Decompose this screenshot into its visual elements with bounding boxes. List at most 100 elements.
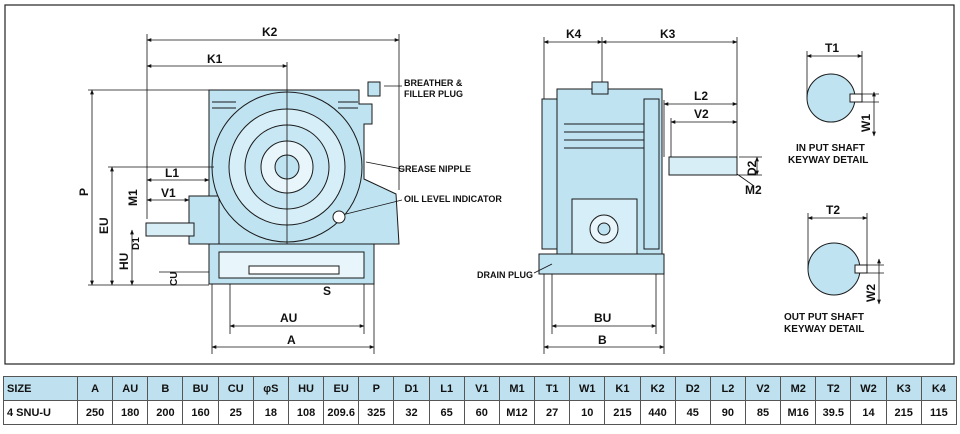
value-cell: 200 — [147, 400, 184, 425]
label-breather-1: BREATHER & — [404, 78, 463, 88]
value-cell: 45 — [674, 400, 711, 425]
value-cell: 85 — [744, 400, 782, 425]
caption-output-2: KEYWAY DETAIL — [784, 324, 864, 335]
caption-output-1: OUT PUT SHAFT — [784, 312, 864, 323]
header-cell: L1 — [428, 376, 465, 401]
dim-V2: V2 — [694, 107, 709, 121]
input-keyway — [806, 51, 879, 137]
dim-K1: K1 — [207, 52, 223, 66]
value-cell: 115 — [920, 400, 958, 425]
value-cell: M12 — [498, 400, 536, 425]
dim-K2: K2 — [262, 25, 278, 39]
dim-S: S — [323, 284, 331, 298]
header-cell: SIZE — [3, 376, 78, 401]
value-cell: 10 — [569, 400, 606, 425]
header-cell: AU — [112, 376, 149, 401]
header-cell: D2 — [674, 376, 711, 401]
header-cell: B — [147, 376, 184, 401]
header-cell: W1 — [569, 376, 606, 401]
value-cell: 209.6 — [323, 400, 360, 425]
output-keyway — [807, 213, 884, 305]
header-cell: T1 — [534, 376, 571, 401]
dim-K3: K3 — [660, 27, 676, 41]
header-cell: K2 — [639, 376, 676, 401]
value-cell: M16 — [780, 400, 817, 425]
callout-labels: BREATHER & FILLER PLUG GREASE NIPPLE OIL… — [398, 78, 533, 280]
dim-K4: K4 — [566, 27, 582, 41]
value-cell: 250 — [76, 400, 114, 425]
value-cell: 440 — [639, 400, 676, 425]
dim-CU: CU — [169, 272, 180, 286]
dim-V1: V1 — [161, 186, 176, 200]
header-cell: K1 — [604, 376, 641, 401]
dimension-labels: K2 K1 L1 V1 M1 D1 P EU HU CU S AU A K4 K… — [77, 25, 878, 347]
side-left-flange — [541, 98, 558, 250]
keyway-captions: IN PUT SHAFT KEYWAY DETAIL OUT PUT SHAFT… — [784, 143, 868, 335]
dim-T1: T1 — [825, 41, 839, 55]
dim-D1: D1 — [131, 237, 142, 250]
value-cell: 160 — [182, 400, 219, 425]
value-cell: 39.5 — [815, 400, 852, 425]
value-cell: 325 — [358, 400, 395, 425]
label-oil-indicator: OIL LEVEL INDICATOR — [404, 194, 502, 204]
header-cell: K3 — [885, 376, 922, 401]
header-cell: M1 — [498, 376, 536, 401]
value-cell: 215 — [604, 400, 641, 425]
side-view — [538, 81, 738, 275]
header-cell: P — [358, 376, 395, 401]
dim-M2: M2 — [745, 183, 762, 197]
side-dimensions — [533, 37, 762, 354]
header-cell: V2 — [744, 376, 782, 401]
base-inner-slot — [248, 265, 340, 275]
dim-D2: D2 — [745, 160, 759, 176]
side-breather — [591, 81, 609, 95]
oil-indicator — [332, 210, 346, 224]
breather-plug — [367, 81, 381, 97]
label-breather-2: FILLER PLUG — [404, 89, 463, 99]
value-cell: 18 — [252, 400, 289, 425]
input-cover — [188, 195, 220, 245]
header-cell: V1 — [463, 376, 500, 401]
header-cell: M2 — [780, 376, 817, 401]
dim-A: A — [287, 333, 296, 347]
label-drain-plug: DRAIN PLUG — [477, 270, 533, 280]
header-cell: D1 — [393, 376, 430, 401]
value-cell: 108 — [287, 400, 325, 425]
header-cell: φS — [252, 376, 289, 401]
value-cell: 25 — [217, 400, 254, 425]
dim-HU: HU — [117, 253, 131, 270]
dim-P: P — [77, 188, 91, 196]
side-base — [538, 253, 665, 275]
gearbox-drawing: K2 K1 L1 V1 M1 D1 P EU HU CU S AU A K4 K… — [4, 4, 955, 365]
value-cell: 4 SNU-U — [3, 400, 78, 425]
dim-T2: T2 — [826, 203, 840, 217]
caption-input-2: KEYWAY DETAIL — [788, 155, 868, 166]
header-cell: A — [76, 376, 114, 401]
dim-L1: L1 — [165, 166, 179, 180]
value-cell: 215 — [885, 400, 922, 425]
caption-input-1: IN PUT SHAFT — [796, 143, 865, 154]
value-cell: 90 — [709, 400, 746, 425]
value-cell: 32 — [393, 400, 430, 425]
value-cell: 180 — [112, 400, 149, 425]
value-cell: 27 — [534, 400, 571, 425]
dim-AU: AU — [280, 311, 297, 325]
header-cell: L2 — [709, 376, 746, 401]
header-cell: K4 — [920, 376, 958, 401]
dim-B: B — [598, 333, 607, 347]
header-cell: W2 — [850, 376, 887, 401]
header-cell: HU — [287, 376, 325, 401]
front-dimensions — [88, 34, 403, 354]
header-cell: T2 — [815, 376, 852, 401]
input-shaft — [145, 222, 195, 237]
label-grease-nipple: GREASE NIPPLE — [398, 164, 471, 174]
dim-EU: EU — [97, 217, 111, 234]
header-cell: CU — [217, 376, 254, 401]
dim-L2: L2 — [694, 89, 708, 103]
header-cell: EU — [323, 376, 360, 401]
dim-BU: BU — [594, 311, 611, 325]
dim-W2: W2 — [864, 284, 878, 302]
